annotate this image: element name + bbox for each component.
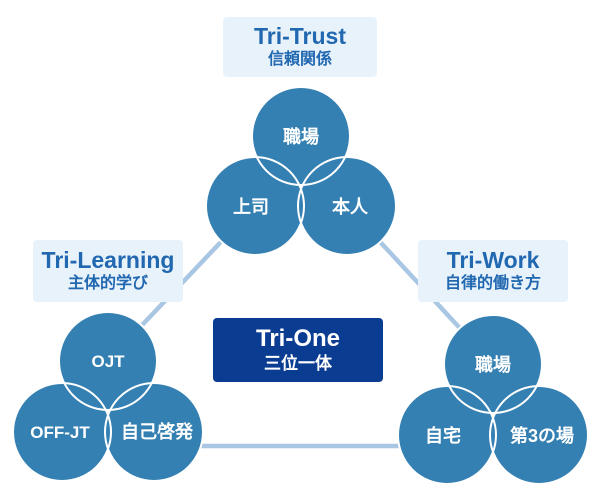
label-box-tri-one: Tri-One 三位一体 (213, 318, 383, 382)
work-right-circle (490, 386, 588, 484)
work-left-circle-ring (397, 385, 497, 485)
trust-left-circle-ring (205, 156, 305, 256)
work-left-label: 自宅 (425, 425, 461, 446)
label-box-tri-trust: Tri-Trust 信頼関係 (223, 17, 377, 77)
trust-top-circle-ring (251, 86, 351, 186)
work-right-circle-ring (489, 385, 589, 485)
learning-right-circle-ring (104, 382, 204, 482)
tri-trust-title: Tri-Trust (253, 22, 346, 49)
work-top-label: 職場 (475, 354, 511, 375)
trust-top-circle (252, 87, 350, 185)
learning-right-circle (105, 383, 203, 481)
trust-right-circle-ring (297, 156, 397, 256)
label-box-tri-learning: Tri-Learning 主体的学び (33, 240, 183, 302)
work-right-label: 第3の場 (510, 425, 574, 446)
work-top-circle (444, 315, 542, 413)
tri-learning-subtitle: 主体的学び (67, 275, 148, 293)
learning-right-label: 自己啓発 (121, 421, 194, 442)
learning-left-circle-ring (12, 382, 112, 482)
tri-one-subtitle: 三位一体 (264, 353, 332, 373)
learning-top-circle (59, 312, 157, 410)
tri-one-title: Tri-One (255, 325, 340, 353)
learning-top-label: OJT (91, 352, 125, 371)
trust-top-label: 職場 (283, 126, 319, 147)
trust-right-circle (298, 157, 396, 255)
tri-learning-title: Tri-Learning (41, 246, 175, 273)
trust-right-label: 本人 (332, 196, 369, 217)
label-box-tri-work: Tri-Work 自律的働き方 (418, 240, 568, 302)
work-top-circle-ring (443, 314, 543, 414)
cluster-trust: 職場 上司 本人 (205, 86, 397, 256)
learning-left-label: OFF-JT (30, 423, 90, 442)
work-left-circle (398, 386, 496, 484)
cluster-work: 職場 自宅 第3の場 (397, 314, 589, 485)
trust-left-circle (206, 157, 304, 255)
learning-top-circle-ring (58, 311, 158, 411)
trust-left-label: 上司 (233, 197, 269, 217)
cluster-learning: OJT OFF-JT 自己啓発 (12, 311, 204, 482)
tri-trust-subtitle: 信頼関係 (267, 51, 332, 69)
learning-left-circle (13, 383, 111, 481)
tri-work-title: Tri-Work (446, 246, 540, 273)
tri-work-subtitle: 自律的働き方 (444, 275, 541, 293)
